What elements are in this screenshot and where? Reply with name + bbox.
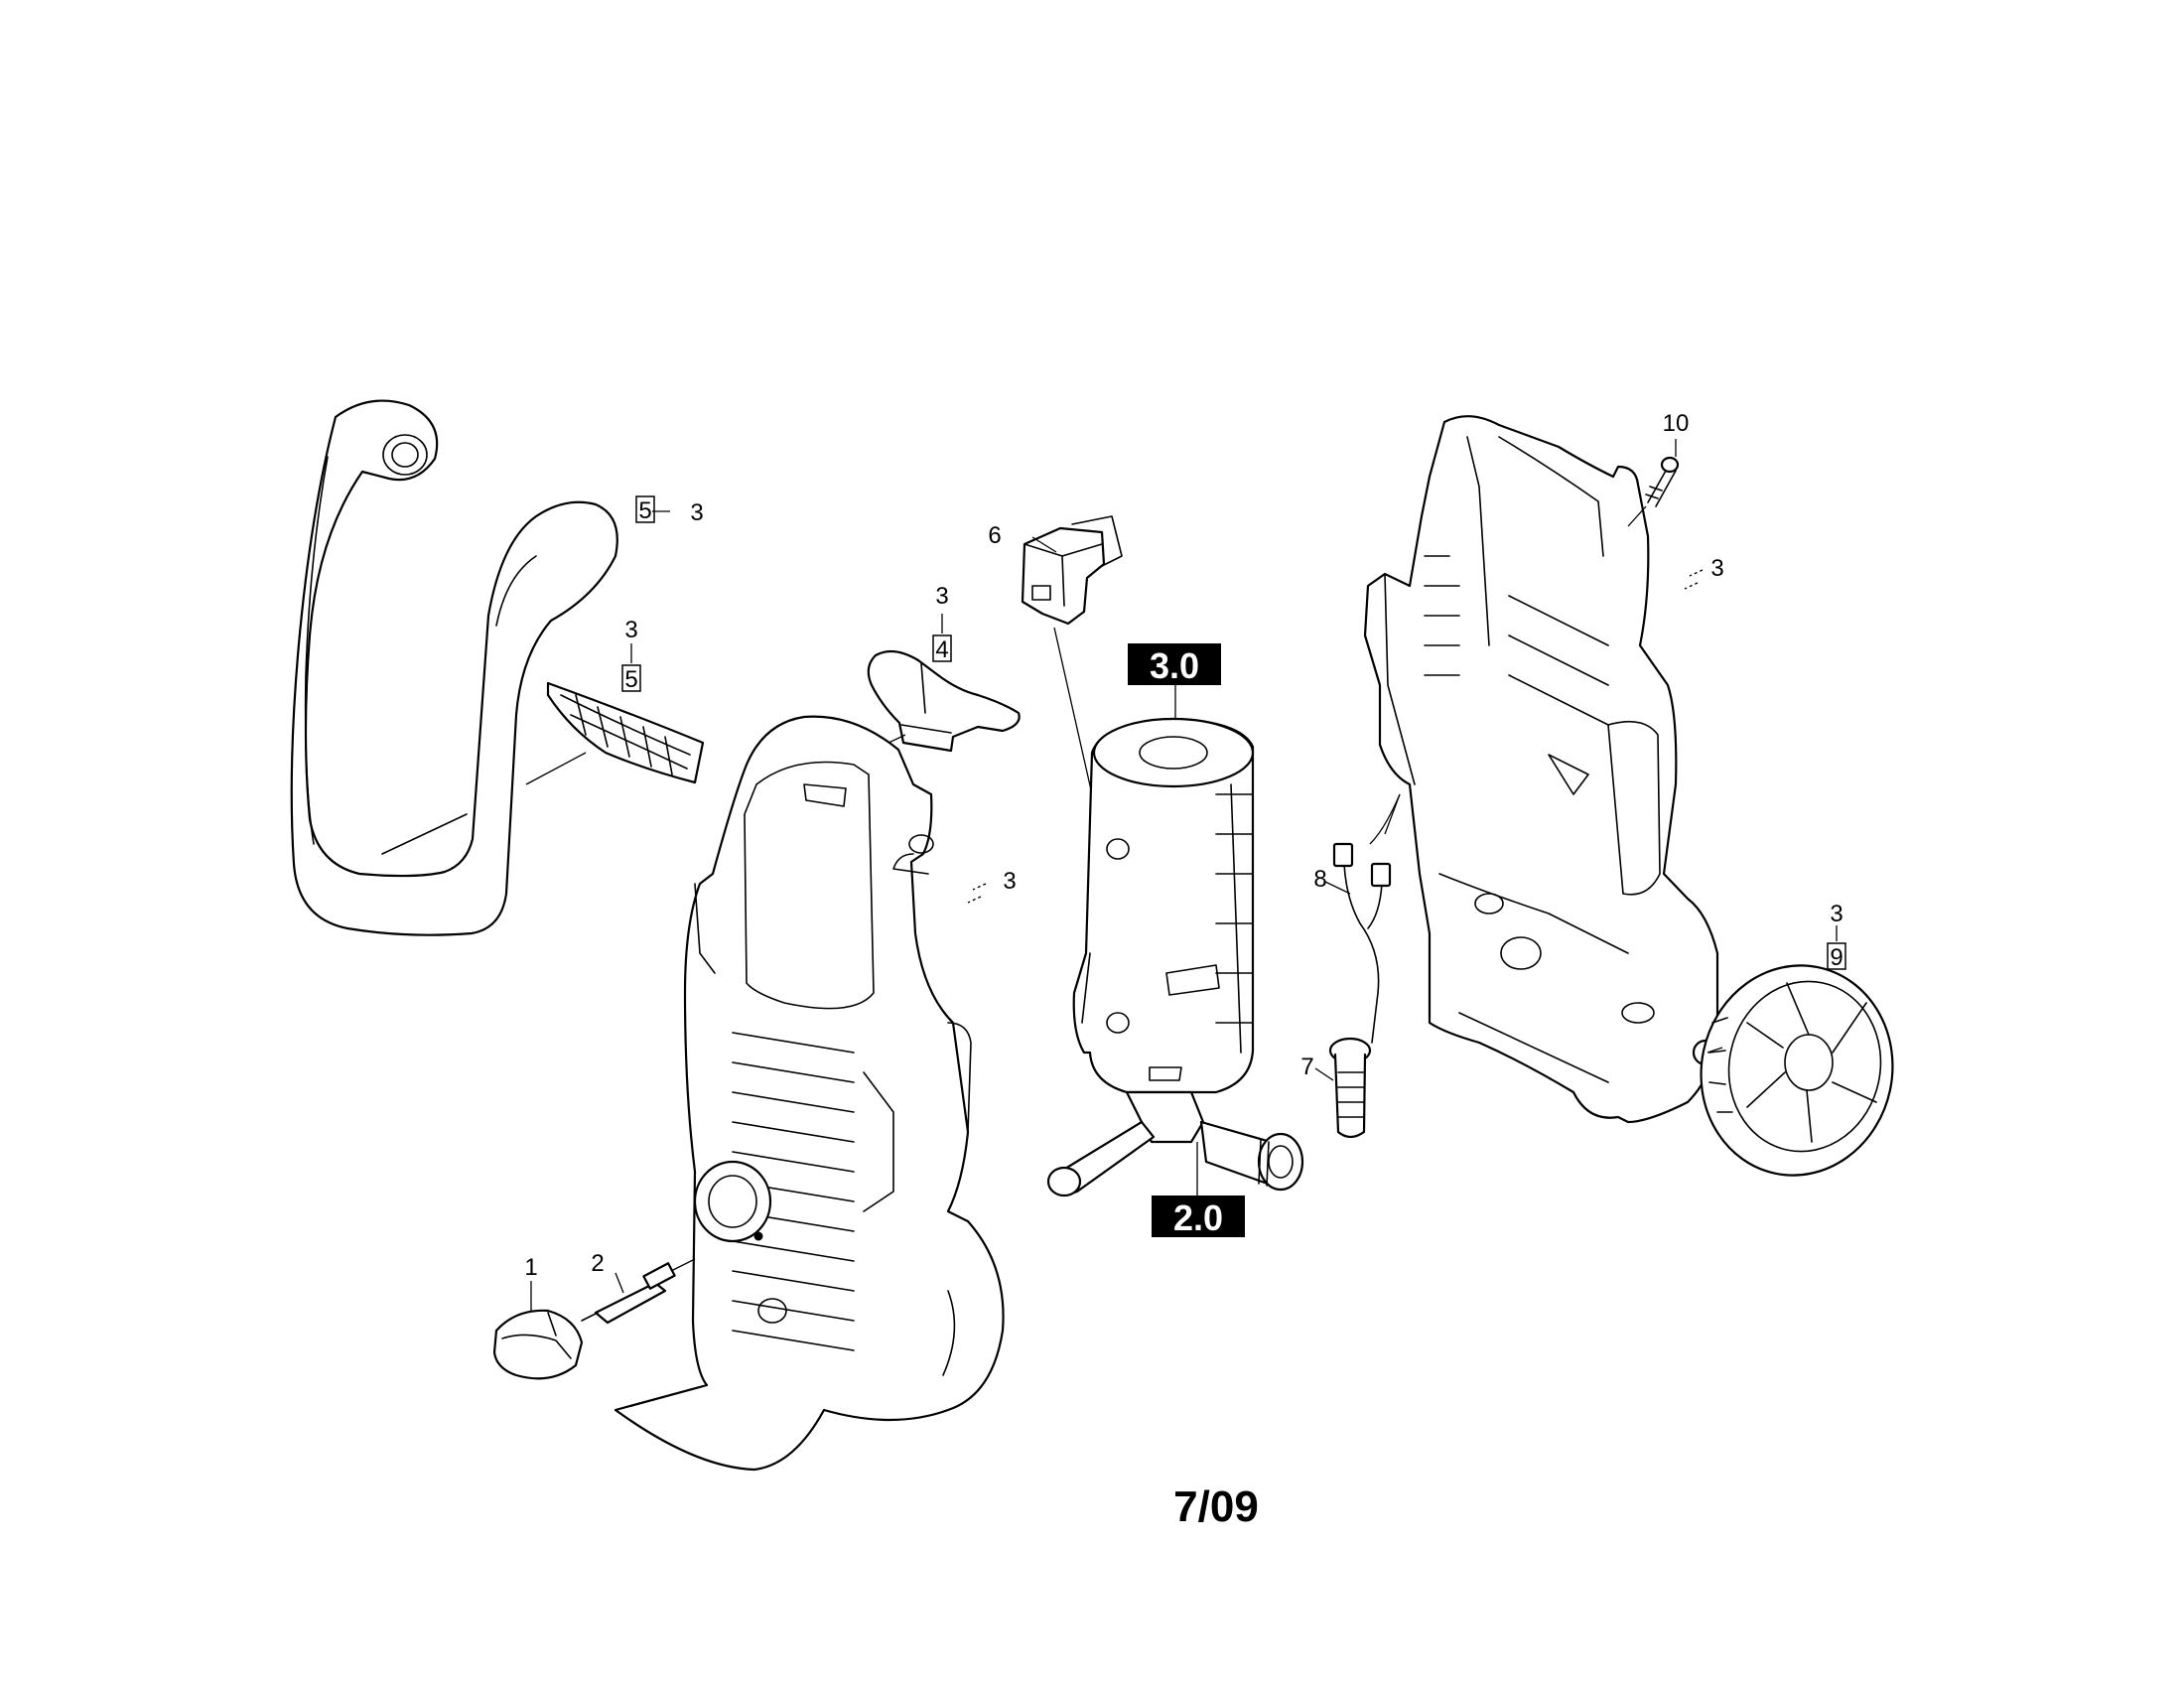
callout-3-front: 3 bbox=[1003, 868, 1016, 895]
callout-3-badge: 3 bbox=[624, 617, 637, 643]
callout-6: 6 bbox=[988, 522, 1001, 549]
motor-pump-part bbox=[1046, 717, 1304, 1197]
callout-3-cover: 3 bbox=[935, 583, 948, 610]
callout-7: 7 bbox=[1300, 1054, 1313, 1080]
callout-3-wheel: 3 bbox=[1830, 901, 1843, 927]
wheel-part bbox=[1700, 964, 1894, 1177]
front-housing-part bbox=[614, 715, 1005, 1472]
boxed-ref-wheel-label: 9 bbox=[1830, 944, 1843, 971]
boxed-ref-hood-label: 5 bbox=[638, 497, 651, 524]
assembly-badge-3-0-label: 3.0 bbox=[1150, 645, 1199, 686]
assembly-badge-2-0: 2.0 bbox=[1152, 1196, 1245, 1238]
boxed-ref-cover-label: 4 bbox=[935, 636, 948, 663]
callout-8: 8 bbox=[1313, 866, 1326, 893]
callout-10: 10 bbox=[1663, 410, 1690, 437]
callout-1: 1 bbox=[524, 1254, 537, 1281]
diagram-code: 7/09 bbox=[1173, 1482, 1259, 1531]
assembly-badge-3-0: 3.0 bbox=[1128, 643, 1221, 686]
fitting-part bbox=[1328, 1037, 1372, 1139]
assembly-badge-2-0-label: 2.0 bbox=[1173, 1197, 1223, 1238]
callout-3-rear: 3 bbox=[1710, 555, 1723, 582]
pin-part bbox=[581, 1258, 696, 1325]
handle-part bbox=[290, 399, 618, 936]
boxed-ref-badge-label: 5 bbox=[624, 666, 637, 693]
boxed-ref-cover: 4 bbox=[932, 634, 952, 663]
boxed-ref-hood: 5 bbox=[635, 495, 655, 524]
cover-part bbox=[863, 649, 1021, 756]
rear-housing-part bbox=[1363, 415, 1719, 1124]
boxed-ref-badge: 5 bbox=[621, 664, 641, 693]
callout-leaders bbox=[530, 439, 1838, 1311]
callout-3-hood: 3 bbox=[690, 499, 703, 526]
screw-part bbox=[1627, 456, 1680, 527]
wire-harness-part bbox=[1332, 793, 1401, 1044]
callout-2: 2 bbox=[591, 1250, 604, 1277]
boxed-ref-wheel: 9 bbox=[1827, 942, 1846, 971]
knob-part bbox=[492, 1309, 584, 1380]
badge-part bbox=[546, 681, 705, 784]
